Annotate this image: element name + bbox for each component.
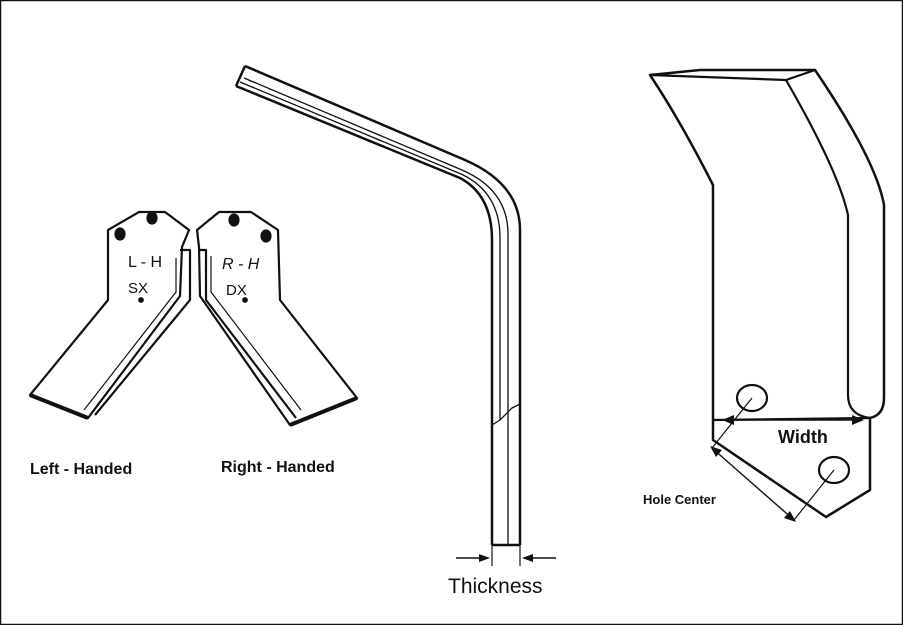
thickness-dimension (456, 545, 556, 566)
left-blade-hole-2 (146, 211, 158, 225)
side-view-bevel-line-1 (243, 77, 509, 545)
right-handed-caption: Right - Handed (221, 459, 335, 476)
hole-center-label: Hole Center (643, 492, 716, 507)
side-view-outer-edge (244, 64, 522, 545)
hole-center-dimension (710, 397, 835, 522)
thickness-label: Thickness (448, 575, 543, 598)
right-blade-code: DX (226, 282, 247, 299)
left-blade-outline (28, 210, 191, 420)
left-blade-bevel-inner (83, 258, 177, 411)
side-view-top-cap (234, 65, 247, 87)
left-blade-code: SX (128, 280, 148, 297)
right-blade-outline (195, 210, 359, 427)
left-blade-bevel (94, 248, 192, 416)
right-blade-hole-1 (228, 213, 240, 227)
right-handed-blade (195, 210, 359, 427)
left-blade-dot (138, 297, 144, 303)
blade-side-view (234, 64, 522, 547)
width-dimension (722, 415, 864, 425)
front-view-outline (648, 68, 886, 519)
right-blade-hole-2 (260, 229, 272, 243)
right-blade-bevel (200, 248, 297, 419)
side-view-transition (491, 403, 521, 426)
left-blade-bottom-edge (29, 393, 89, 420)
right-blade-bottom-edge (289, 396, 358, 427)
right-blade-bevel-inner (210, 256, 302, 411)
left-handed-blade (28, 210, 192, 420)
side-view-bevel-line-2 (239, 81, 501, 420)
left-handed-caption: Left - Handed (30, 461, 132, 478)
right-blade-stamp: R - H (222, 256, 260, 273)
blade-front-view (648, 68, 886, 519)
right-blade-dot (242, 297, 248, 303)
front-view-inner-edge (785, 79, 871, 420)
left-blade-hole-1 (114, 227, 126, 241)
side-view-inner-edge (235, 84, 494, 545)
left-blade-stamp: L - H (128, 254, 162, 271)
width-label: Width (778, 427, 828, 447)
